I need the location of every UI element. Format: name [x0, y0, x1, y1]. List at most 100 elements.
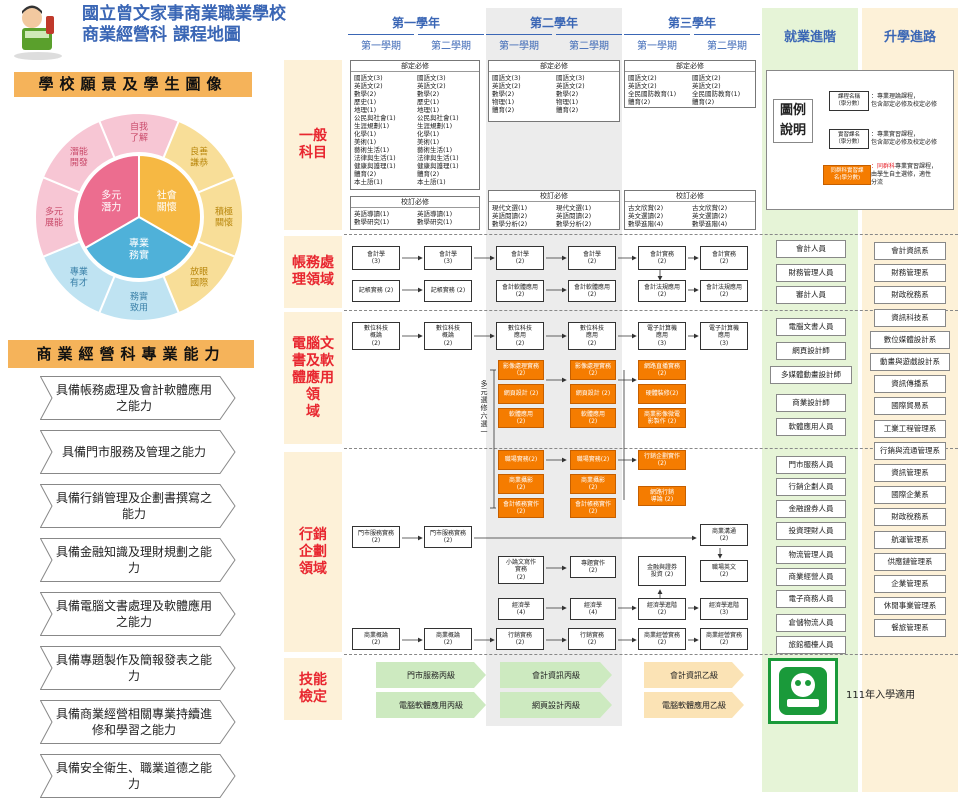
semester-header: 第一學期 — [486, 34, 552, 52]
semester-header: 第一學期 — [624, 34, 690, 52]
study-path-item: 航運管理系 — [874, 530, 946, 549]
legend-practice-tag: 實習課名 （學分數） — [829, 129, 869, 149]
course-box: 經濟學進階 (3) — [700, 598, 748, 620]
course-box: 記帳實務 (2) — [424, 280, 472, 302]
divider — [344, 234, 958, 235]
career-item: 網頁設計師 — [776, 342, 846, 360]
elective-title: 校訂必修 — [625, 191, 755, 202]
course-box: 電子計算機 應用 (3) — [638, 322, 686, 350]
legend-elective-desc: ：同群科專業實習課程， 由學生自主選修，適性 分流 — [871, 163, 955, 187]
course-box: 會計學 (3) — [424, 246, 472, 270]
skill-badge: 會計資訊乙級 — [644, 662, 744, 688]
wheel-inner-segment — [76, 153, 140, 250]
wheel-outer-label: 務實致用 — [130, 291, 148, 314]
legend-box: 圖例 說明 課程名稱 （學分數） ：專業理論課程， 包含部定必修及校定必修 實習… — [766, 70, 954, 210]
skill-label: 會計資訊乙級 — [670, 670, 718, 680]
elective-course-box: 行銷企劃實作 (2) — [638, 450, 686, 470]
career-item: 倉儲物流人員 — [776, 614, 846, 632]
divider — [344, 654, 958, 655]
skill-label: 電腦軟體應用乙級 — [662, 700, 726, 710]
career-header: 就業進階 — [783, 30, 836, 45]
study-path-item: 財務管理系 — [874, 264, 946, 283]
legend-title: 圖例 說明 — [773, 99, 813, 143]
course-box: 經濟學進階 (2) — [638, 598, 686, 620]
school-title: 國立曾文家事商業職業學校 商業經營科 課程地圖 — [82, 4, 286, 46]
course-box: 會計軟體應用 (2) — [496, 280, 544, 302]
elective-course-box: 軟體應用 (2) — [570, 408, 616, 428]
required-title: 部定必修 — [625, 61, 755, 72]
skill-badge: 網頁設計丙級 — [500, 692, 612, 718]
skill-label: 電腦軟體應用丙級 — [399, 700, 463, 710]
course-box: 商業概論 (2) — [424, 628, 472, 650]
course-box: 會計學 (2) — [568, 246, 616, 270]
career-item: 軟體應用人員 — [776, 418, 846, 436]
domain-accounting: 帳務處 理領域 — [284, 236, 342, 308]
study-path-item: 休閒事業管理系 — [874, 597, 946, 616]
career-item: 旅館櫃檯人員 — [776, 636, 846, 654]
skill-label: 網頁設計丙級 — [532, 700, 580, 710]
ability-item: 具備金融知識及理財規劃之能力 — [40, 538, 236, 582]
ability-item: 具備門市服務及管理之能力 — [40, 430, 236, 474]
course-box: 專題實作 (2) — [570, 556, 616, 578]
course-box: 會計實務 (2) — [700, 246, 748, 270]
elective-title: 校訂必修 — [489, 191, 619, 202]
elective-box-y1: 校訂必修 英語導讀(1) 數學研究(1)英語導讀(1) 數學研究(1) — [350, 196, 480, 230]
course-box: 行銷實務 (2) — [568, 628, 616, 650]
ability-label: 具備行銷管理及企劃書撰寫之能力 — [55, 491, 212, 521]
study-path-item: 財政稅務系 — [874, 286, 946, 305]
ability-title: 商業經營科專業能力 — [8, 340, 254, 368]
wheel-outer-label: 潛能開發 — [70, 145, 88, 168]
required-box-y2: 部定必修 國語文(3) 英語文(2) 數學(2) 物理(1) 體育(2)國語文(… — [488, 60, 620, 122]
elective-course-box: 影像處理實務 （2） — [570, 360, 616, 380]
vision-title: 學校願景及學生圖像 — [14, 72, 252, 97]
required-box-y1: 部定必修 國語文(3) 英語文(2) 數學(2) 歷史(1) 地理(1) 公民與… — [350, 60, 480, 190]
required-box-y3: 部定必修 國語文(2) 英語文(2) 全民國防教育(1) 體育(2)國語文(2)… — [624, 60, 756, 108]
course-box: 職場英文 (2) — [700, 560, 748, 582]
course-box: 會計法規應用 (2) — [700, 280, 748, 302]
career-item: 審計人員 — [776, 286, 846, 304]
wheel-outer-segment — [41, 119, 116, 194]
course-box: 數位科技 應用 (2) — [496, 322, 544, 350]
ability-item: 具備商業經營相關專業持續進修和學習之能力 — [40, 700, 236, 744]
domain-computer: 電腦文 書及軟 體應用 領 域 — [284, 312, 342, 444]
study-path-item: 財政稅務系 — [874, 508, 946, 527]
course-box: 門市服務實務 (2) — [352, 526, 400, 548]
course-box: 商業概論 (2) — [352, 628, 400, 650]
course-box: 商業溝通 (2) — [700, 524, 748, 546]
elective-box-y3: 校訂必修 古文欣賞(2) 英文選讀(2) 數學進階(4)古文欣賞(2) 英文選讀… — [624, 190, 756, 230]
course-box: 數位科技 應用 (2) — [568, 322, 616, 350]
elective-course-box: 商業攝影 (2) — [498, 474, 544, 494]
elective-course-box: 職場實務(2) — [570, 450, 616, 470]
course-list: 英語導讀(1) 數學研究(1) — [354, 210, 390, 226]
career-item: 投資理財人員 — [776, 522, 846, 540]
semester-header: 第二學期 — [694, 34, 760, 52]
study-path-item: 工業工程管理系 — [874, 419, 946, 438]
study-header: 升學進路 — [883, 30, 936, 45]
skill-badge: 電腦軟體應用丙級 — [376, 692, 486, 718]
ability-item: 具備帳務處理及會計軟體應用之能力 — [40, 376, 236, 420]
ability-label: 具備帳務處理及會計軟體應用之能力 — [55, 383, 212, 413]
course-list: 現代文選(1) 英語閱讀(2) 數學分析(2) — [492, 204, 528, 228]
skill-label: 會計資訊丙級 — [532, 670, 580, 680]
wheel-outer-label: 積極關懷 — [215, 206, 233, 229]
course-list: 英語導讀(1) 數學研究(1) — [417, 210, 453, 226]
elective-box-y2: 校訂必修 現代文選(1) 英語閱讀(2) 數學分析(2)現代文選(1) 英語閱讀… — [488, 190, 620, 230]
legend-elective-text: 專業實習課程， 由學生自主選修，適性 分流 — [871, 163, 938, 186]
divider — [344, 310, 958, 311]
legend-elective-tag: 同群科實習課 名(學分數) — [823, 165, 871, 185]
ability-label: 具備商業經營相關專業持續進修和學習之能力 — [55, 707, 212, 737]
course-list: 國語文(3) 英語文(2) 數學(2) 物理(1) 體育(2) — [492, 74, 521, 114]
skill-label: 門市服務丙級 — [407, 670, 455, 680]
study-path-item: 資訊傳播系 — [874, 375, 946, 394]
page-subtitle: 商業經營科 課程地圖 — [82, 25, 241, 45]
study-path-item: 國際企業系 — [874, 486, 946, 505]
wheel-inner-label: 專業務實 — [129, 236, 149, 261]
year-note: 111年入學適用 — [846, 690, 916, 701]
skill-badge: 會計資訊丙級 — [500, 662, 612, 688]
wheel-outer-label: 放眼國際 — [190, 266, 208, 289]
required-title: 部定必修 — [351, 61, 479, 72]
elective-course-box: 網路直播實務 (2) — [638, 360, 686, 380]
ability-item: 具備安全衛生、職業道德之能力 — [40, 754, 236, 798]
career-item: 多媒體動畫設計師 — [770, 366, 852, 384]
course-box: 會計學 (2) — [496, 246, 544, 270]
